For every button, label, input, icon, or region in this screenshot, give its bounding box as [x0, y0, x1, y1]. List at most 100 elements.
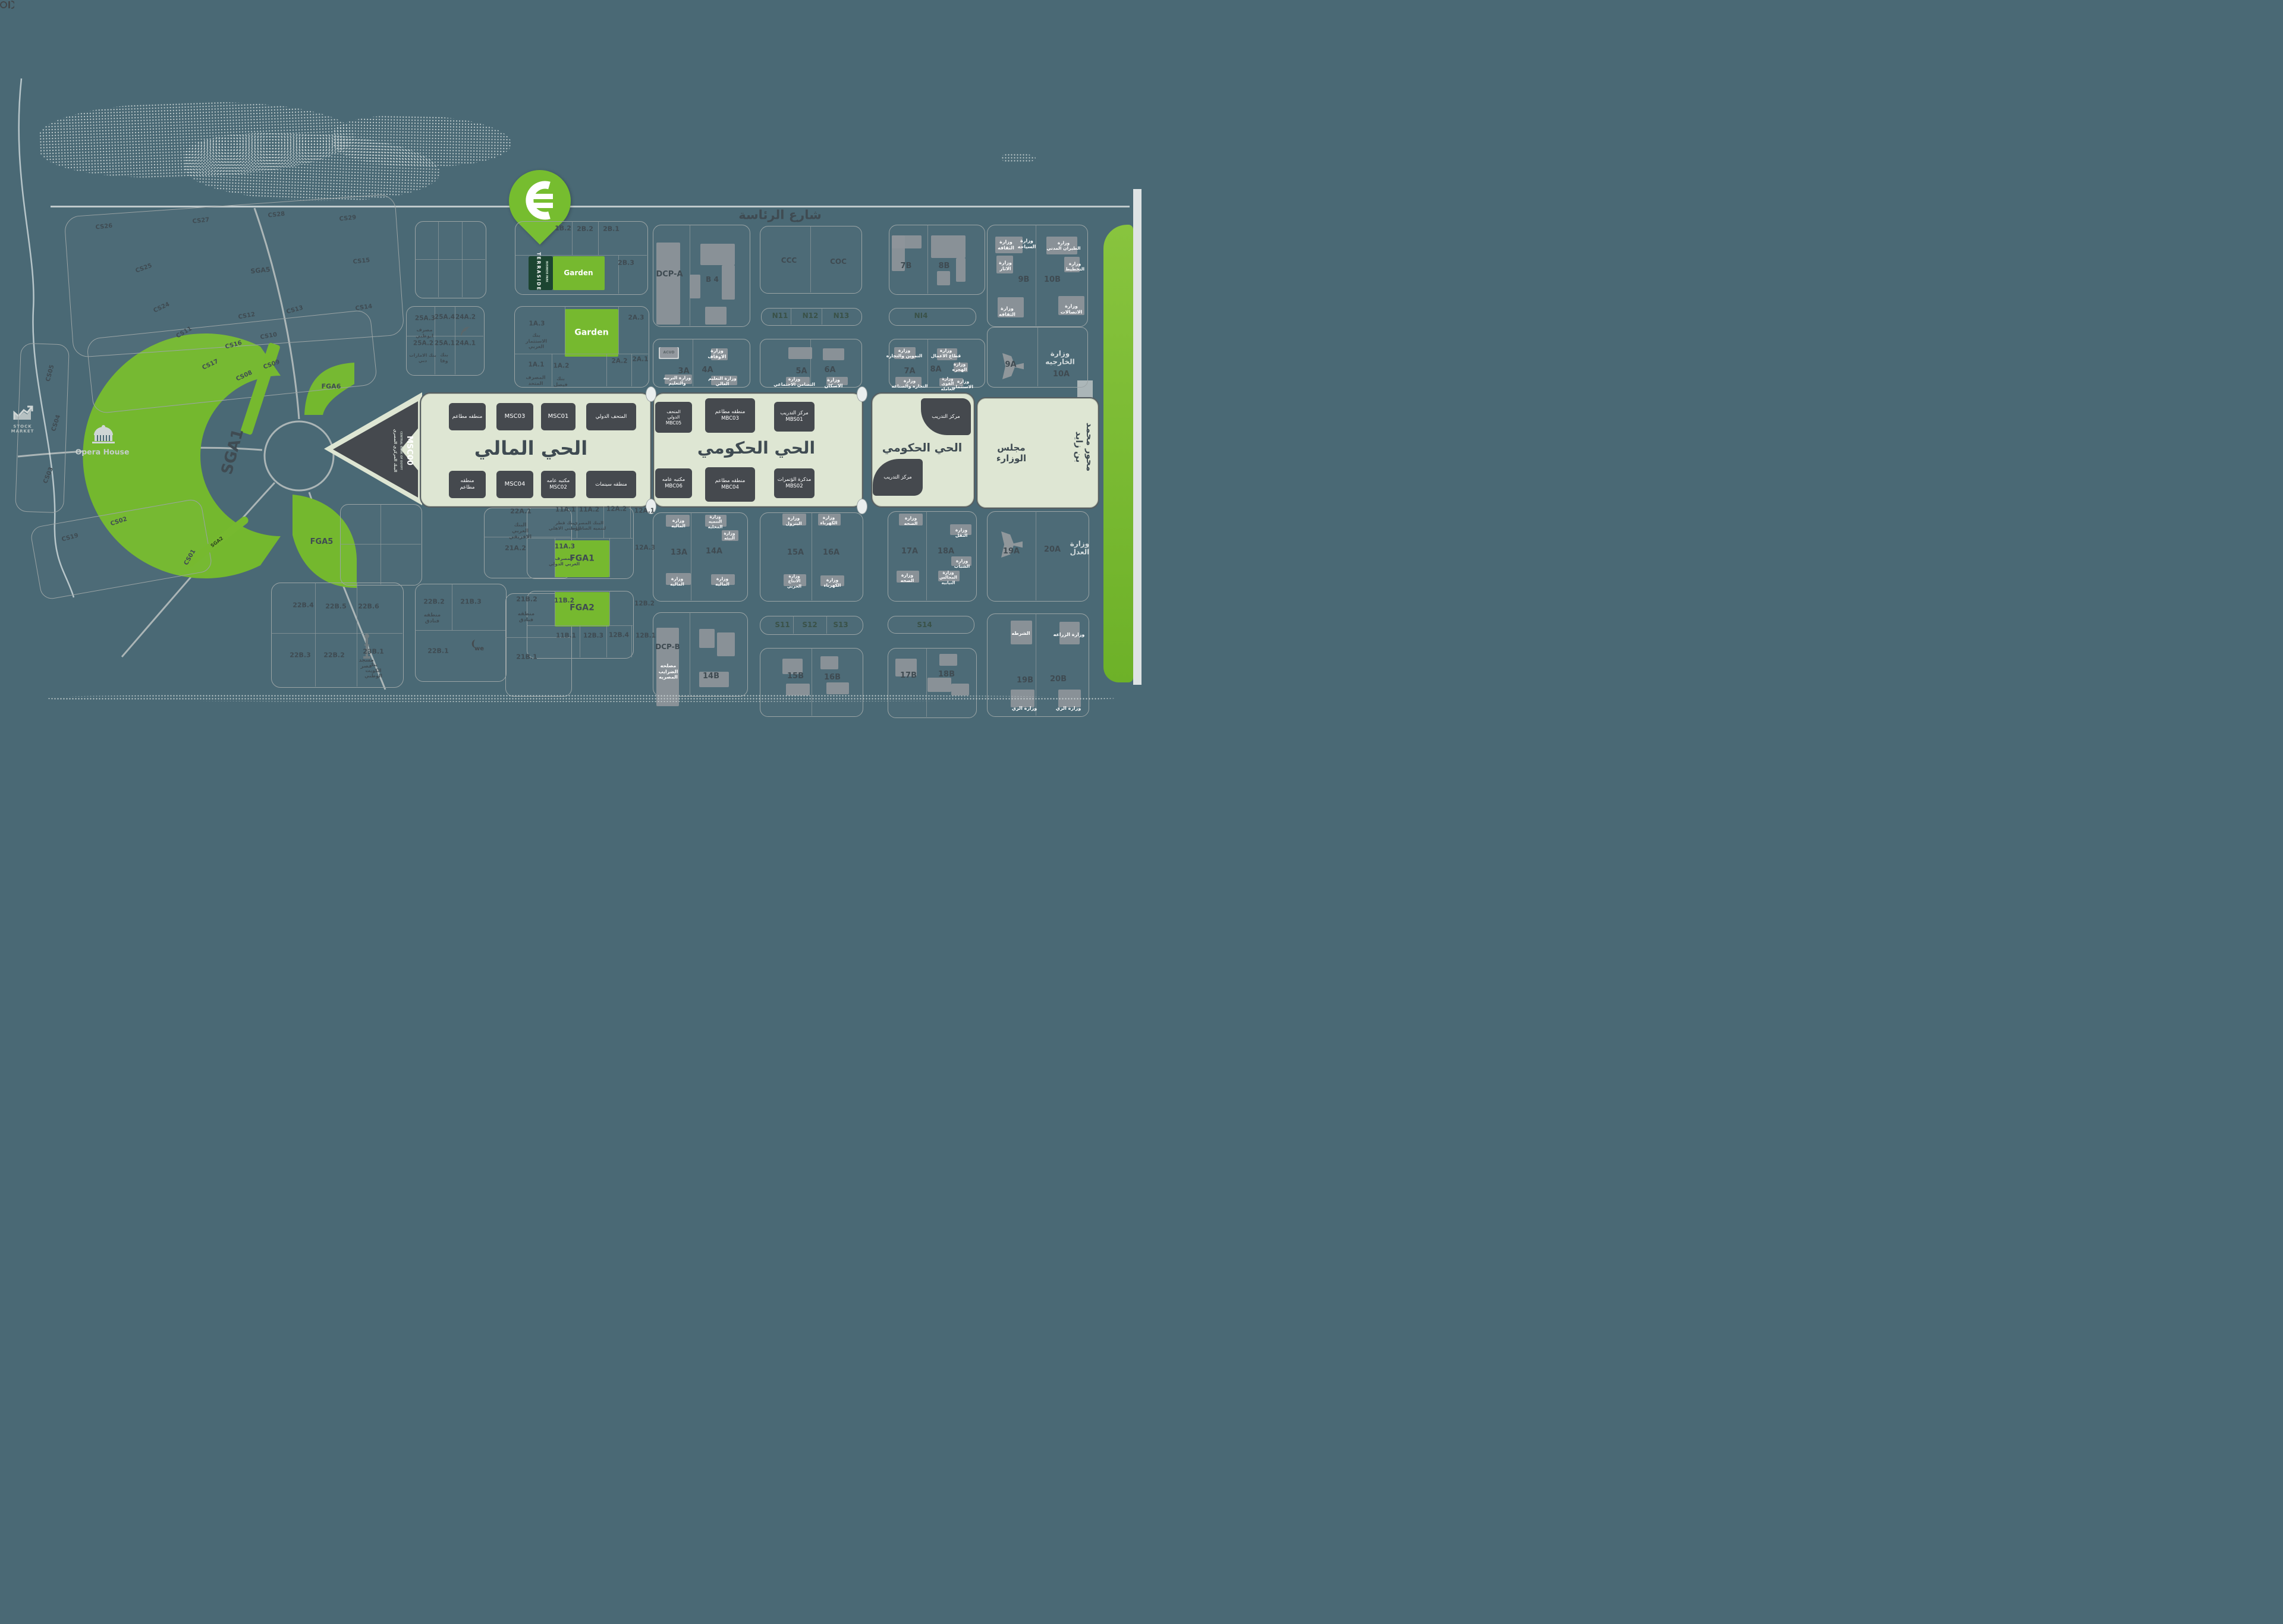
road-gate — [646, 387, 656, 401]
terraside-plot[interactable] — [529, 256, 553, 290]
plot-divider — [606, 625, 607, 657]
facility-plot: MSC04 — [496, 471, 533, 498]
block-cluster — [760, 226, 862, 294]
building-footprint — [656, 243, 680, 325]
building-footprint — [711, 348, 728, 360]
building-footprint — [826, 377, 848, 385]
plot-divider — [527, 538, 633, 539]
green-area — [553, 256, 605, 290]
building-footprint — [894, 347, 916, 359]
building-footprint — [937, 348, 957, 360]
block-cluster — [889, 339, 985, 388]
green-strip-right — [1103, 225, 1133, 682]
facility-plot: MSC01 — [541, 403, 576, 430]
block-cluster — [760, 616, 863, 635]
building-footprint — [895, 377, 922, 386]
road-top — [51, 206, 1130, 207]
building-footprint — [711, 376, 737, 385]
plot-divider — [515, 255, 647, 256]
block-cluster — [653, 225, 750, 327]
building-footprint — [1059, 622, 1080, 644]
building-footprint — [950, 524, 971, 535]
block-cluster — [406, 306, 485, 376]
roads-layer — [17, 78, 386, 690]
facility-plot: المتحف الدولي — [586, 403, 636, 430]
building-footprint — [1058, 296, 1084, 315]
block-cluster — [527, 591, 634, 659]
block-cluster — [888, 511, 977, 602]
plot-divider — [618, 255, 619, 294]
block-cluster — [514, 306, 649, 388]
building-footprint — [711, 574, 735, 585]
block-cluster — [987, 613, 1089, 717]
plot-divider — [631, 354, 632, 386]
road-gate — [857, 387, 867, 401]
building-footprint — [690, 275, 700, 298]
plot-divider — [926, 648, 927, 717]
building-footprint — [722, 530, 738, 541]
plot-divider — [603, 506, 604, 538]
plot-divider — [271, 633, 402, 634]
terrain-texture — [1001, 153, 1036, 163]
facility-plot: منطقه مطاعم — [449, 471, 486, 498]
facility-plot: منطقه مطاعم MBC04 — [705, 467, 755, 502]
block-cluster — [15, 342, 70, 514]
terrain-texture — [48, 694, 1115, 702]
currency-symbol-icon — [526, 181, 553, 220]
building-footprint — [660, 347, 678, 358]
building-footprint — [786, 377, 810, 385]
building-footprint — [939, 654, 957, 666]
block-cluster — [987, 225, 1088, 327]
road-gate — [646, 499, 656, 514]
building-footprint — [951, 684, 969, 695]
we-logo — [471, 640, 475, 648]
block-cluster — [340, 504, 422, 586]
block-cluster — [888, 648, 977, 718]
building-footprint — [820, 656, 838, 669]
opera-house-icon — [92, 425, 115, 443]
building-footprint — [1064, 257, 1080, 272]
plot-divider — [609, 591, 610, 625]
building-footprint — [951, 556, 971, 566]
block-cluster — [760, 339, 862, 388]
plot-divider — [927, 225, 928, 294]
plot-divider — [505, 637, 571, 638]
building-footprint — [705, 515, 727, 527]
building-footprint — [956, 258, 966, 282]
plot-divider — [927, 339, 928, 386]
building-footprint — [788, 347, 812, 359]
block-cluster — [415, 584, 507, 682]
plot-divider — [810, 226, 811, 292]
building-footprint — [892, 235, 905, 271]
building-footprint — [818, 514, 841, 525]
road-right-band — [1133, 189, 1142, 685]
building-footprint — [937, 271, 950, 285]
plot-divider — [609, 538, 610, 577]
building-footprint — [784, 574, 806, 586]
plot-divider — [630, 506, 631, 538]
road-gate — [857, 499, 867, 514]
building-footprint — [954, 363, 968, 372]
building-footprint — [656, 628, 679, 706]
facility-plot: مكتبه عامه MSC02 — [541, 471, 576, 498]
plot-divider — [315, 583, 316, 687]
mosque-icon — [363, 634, 370, 659]
facility-plot: مكتبه عامه MBC06 — [655, 468, 692, 498]
plot-divider — [572, 221, 573, 255]
building-footprint — [782, 659, 803, 674]
building-footprint — [699, 672, 729, 687]
building-footprint — [938, 571, 960, 581]
facility-plot: مذكرة الؤتمرات MBS02 — [774, 468, 815, 498]
facility-plot: المتحف الدولي MBC05 — [655, 402, 692, 433]
block-cluster — [987, 511, 1089, 602]
facility-plot: مركز التدريب MBS01 — [774, 402, 815, 432]
bank-logo-arcs — [461, 327, 470, 336]
building-footprint — [665, 374, 692, 384]
building-footprint — [700, 244, 735, 265]
plot-divider — [340, 544, 421, 545]
building-footprint — [897, 571, 919, 583]
facility-plot: مركز التدريب — [873, 459, 923, 496]
location-pin-terraside[interactable] — [496, 157, 584, 245]
facility-plot: منطقه مطاعم MBC03 — [705, 398, 755, 433]
